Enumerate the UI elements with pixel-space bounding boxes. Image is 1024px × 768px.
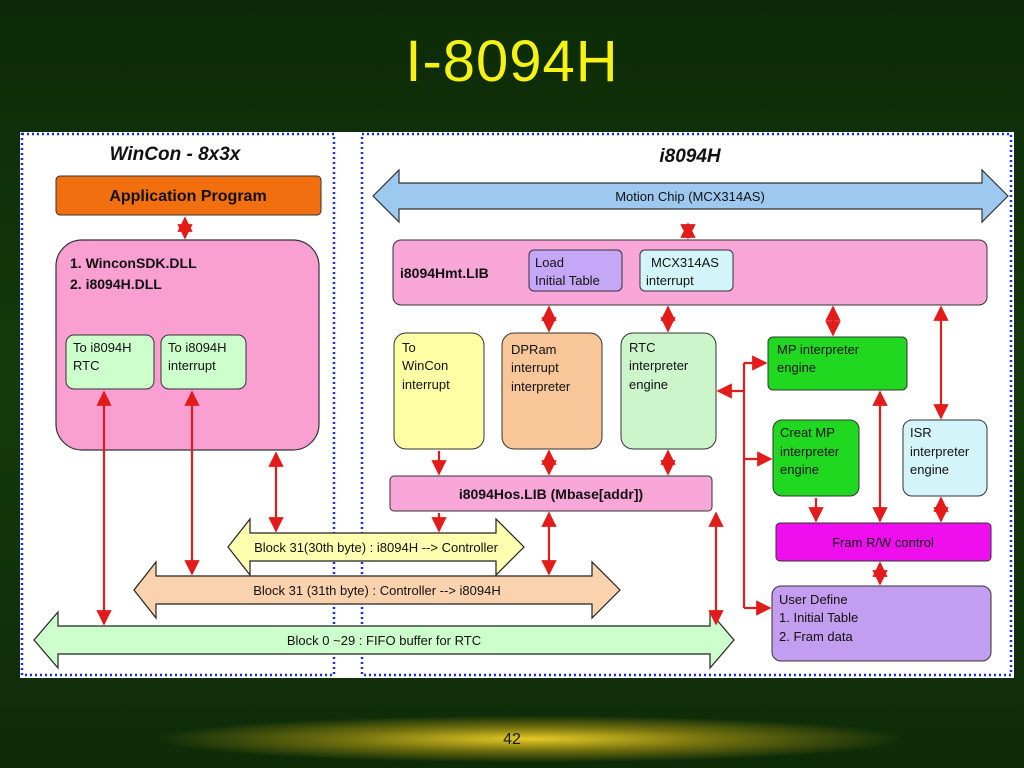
to-i8094h-interrupt-line2: interrupt [168,358,216,373]
load-table-line2: Initial Table [535,273,600,288]
right-panel-header: i8094H [659,146,722,167]
rtc-engine-line1: RTC [629,340,655,355]
mp-engine-box [767,336,908,391]
isr-engine-line3: engine [910,462,949,477]
isr-engine-line1: ISR [910,425,932,440]
creat-mp-box [772,419,860,497]
dpram-line3: interpreter [511,379,571,394]
to-i8094h-interrupt-line1: To i8094H [168,340,227,355]
bus-block31-30th-label: Block 31(30th byte) : i8094H --> Control… [254,540,499,555]
creat-mp-line3: engine [780,462,819,477]
bus-block0-29-label: Block 0 ~29 : FIFO buffer for RTC [287,633,481,648]
to-i8094h-rtc-box [65,334,155,390]
mcx-interrupt-line2: interrupt [646,273,694,288]
user-define-line2: 1. Initial Table [779,610,858,625]
to-wincon-line2: WinCon [402,358,448,373]
connector-arrows [96,216,949,626]
dpram-line1: DPRam [511,342,557,357]
motion-chip-label: Motion Chip (MCX314AS) [615,189,765,204]
to-i8094h-rtc-line2: RTC [73,358,99,373]
mcx-interrupt-box [639,249,734,292]
load-table-box [528,249,623,292]
motion-chip-bus [372,168,1009,224]
load-table-line1: Load [535,255,564,270]
user-define-line3: 2. Fram data [779,629,853,644]
dpram-box [501,332,603,450]
isr-engine-line2: interpreter [910,444,970,459]
dpram-line2: interrupt [511,360,559,375]
creat-mp-line2: interpreter [780,444,840,459]
bus-block31-31th [133,560,621,620]
dll-line1: 1. WinconSDK.DLL [70,255,197,271]
hos-lib-label: i8094Hos.LIB (Mbase[addr]) [459,486,643,502]
rtc-engine-line2: interpreter [629,358,689,373]
bus-block31-31th-label: Block 31 (31th byte) : Controller --> i8… [253,583,500,598]
to-wincon-box [393,332,485,450]
rtc-engine-line3: engine [629,377,668,392]
bus-block0-29 [33,610,735,670]
bus-block31-30th [227,517,525,577]
left-panel-border [20,132,336,677]
rtc-engine-box [620,332,717,450]
hmt-lib-label: i8094Hmt.LIB [400,265,489,281]
fram-control-label: Fram R/W control [832,535,934,550]
to-wincon-line1: To [402,340,416,355]
fram-control-box [775,522,992,562]
user-define-box [771,585,992,662]
left-panel-header: WinCon - 8x3x [110,144,242,165]
application-program-box [55,175,322,216]
hos-lib-box [389,475,713,512]
creat-mp-line1: Creat MP [780,425,835,440]
to-i8094h-interrupt-box [160,334,247,390]
to-wincon-line3: interrupt [402,377,450,392]
to-i8094h-rtc-line1: To i8094H [73,340,132,355]
user-define-line1: User Define [779,592,848,607]
page-number: 42 [503,731,521,748]
mp-engine-line1: MP interpreter [777,342,860,357]
slide-title: I-8094H [405,29,619,94]
mp-engine-line2: engine [777,360,816,375]
mcx-interrupt-line1: MCX314AS [651,255,719,270]
dll-line2: 2. i8094H.DLL [70,276,162,292]
footer-glow [160,716,900,762]
application-program-label: Application Program [109,188,266,205]
isr-engine-box [902,419,988,497]
